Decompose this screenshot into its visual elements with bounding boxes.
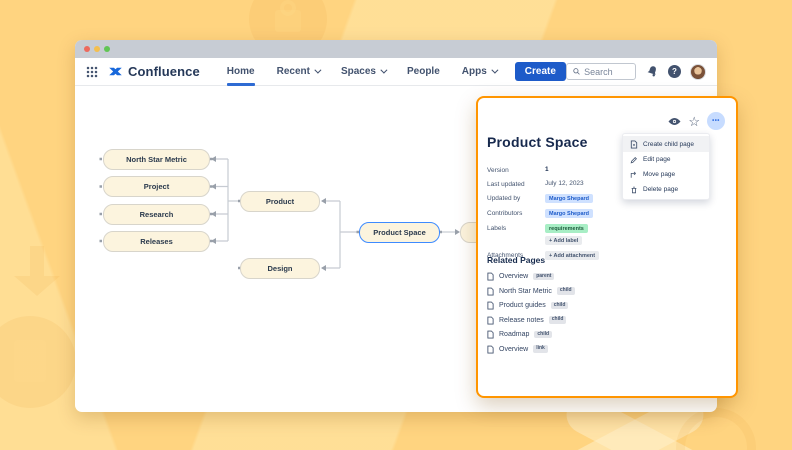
pencil-icon bbox=[630, 156, 637, 163]
meta-label: Updated by bbox=[487, 195, 521, 202]
relation-badge: parent bbox=[533, 272, 555, 281]
meta-row-labels: Labels requirements + Add label bbox=[487, 224, 647, 246]
related-page-item[interactable]: Overview link bbox=[487, 345, 687, 354]
related-page-item[interactable]: Roadmap child bbox=[487, 330, 687, 339]
page-icon bbox=[487, 345, 494, 353]
nav-item-label: People bbox=[406, 66, 440, 77]
meta-row-contributors: Contributors Margo Shepard bbox=[487, 209, 647, 219]
related-page-item[interactable]: Product guides child bbox=[487, 301, 687, 310]
app-switcher-icon[interactable] bbox=[86, 66, 98, 78]
nav-item-spaces[interactable]: Spaces bbox=[340, 58, 388, 86]
star-icon: ☆ bbox=[688, 113, 700, 129]
menu-item-move-page[interactable]: Move page bbox=[623, 167, 709, 182]
related-page-title: Overview bbox=[499, 345, 529, 353]
help-icon[interactable]: ? bbox=[668, 65, 681, 78]
menu-item-delete-page[interactable]: Delete page bbox=[623, 182, 709, 197]
nav-item-people[interactable]: People bbox=[407, 58, 440, 86]
meta-label: Labels bbox=[487, 225, 507, 233]
notifications-bell-icon[interactable] bbox=[646, 65, 659, 78]
app-navbar: Confluence Home Recent Spaces People App… bbox=[75, 58, 717, 86]
chevron-down-icon bbox=[380, 66, 388, 74]
panel-actions: ☆ ••• bbox=[668, 112, 725, 130]
watch-eye-button[interactable] bbox=[668, 117, 681, 126]
label-pill[interactable]: requirements bbox=[545, 224, 588, 234]
related-page-title: Overview bbox=[499, 273, 529, 280]
arrow-down-watermark-icon bbox=[14, 246, 60, 296]
nav-item-label: Spaces bbox=[340, 66, 376, 77]
close-window-button[interactable] bbox=[84, 46, 90, 52]
diagram-node-selected[interactable]: Product Space bbox=[359, 221, 440, 243]
page-icon bbox=[487, 316, 494, 324]
chevron-down-icon bbox=[491, 66, 499, 74]
page-actions-menu: Create child page Edit page Move page De… bbox=[622, 133, 710, 200]
related-pages-heading: Related Pages bbox=[487, 255, 546, 265]
move-arrow-icon bbox=[630, 171, 636, 178]
relation-badge: child bbox=[548, 316, 567, 324]
document-watermark-icon bbox=[0, 316, 76, 408]
meta-label: Version bbox=[487, 167, 509, 174]
related-page-item[interactable]: North Star Metric child bbox=[487, 287, 687, 296]
search-icon bbox=[573, 68, 580, 75]
more-actions-button[interactable]: ••• bbox=[707, 112, 725, 130]
relation-badge: child bbox=[556, 287, 575, 295]
nav-item-label: Home bbox=[226, 66, 255, 77]
menu-item-label: Create child page bbox=[643, 140, 694, 148]
confluence-logo-icon bbox=[109, 67, 122, 76]
eye-icon bbox=[668, 117, 681, 125]
maximize-window-button[interactable] bbox=[104, 46, 110, 52]
search-box[interactable] bbox=[565, 63, 636, 80]
page-icon bbox=[487, 272, 494, 281]
user-pill[interactable]: Margo Shepard bbox=[545, 194, 594, 204]
related-page-title: Roadmap bbox=[499, 331, 530, 338]
page-add-icon bbox=[630, 139, 638, 149]
diagram-node[interactable]: Releases bbox=[103, 230, 210, 252]
confluence-logo[interactable]: Confluence bbox=[108, 64, 200, 79]
page-title: Product Space bbox=[487, 134, 588, 150]
nav-item-home[interactable]: Home bbox=[226, 58, 255, 86]
diagram-node[interactable]: Design bbox=[240, 257, 320, 279]
minimize-window-button[interactable] bbox=[94, 46, 100, 52]
nav-item-label: Recent bbox=[276, 66, 310, 77]
user-pill[interactable]: Margo Shepard bbox=[545, 209, 594, 219]
meta-label: Contributors bbox=[487, 210, 523, 218]
meta-label: Last updated bbox=[487, 181, 525, 188]
brand-name: Confluence bbox=[128, 64, 200, 79]
related-pages-section: Related Pages Overview parent North Star… bbox=[487, 255, 687, 359]
relation-badge: child bbox=[550, 301, 569, 310]
menu-item-create-child-page[interactable]: Create child page bbox=[623, 136, 709, 152]
relation-badge: link bbox=[533, 345, 548, 353]
favorite-star-button[interactable]: ☆ bbox=[688, 115, 700, 128]
nav-item-recent[interactable]: Recent bbox=[276, 58, 322, 86]
diagram-node[interactable]: Product bbox=[240, 190, 320, 212]
window-titlebar bbox=[75, 40, 717, 58]
relation-badge: child bbox=[534, 330, 553, 339]
menu-item-label: Move page bbox=[643, 171, 676, 178]
search-input[interactable] bbox=[584, 66, 629, 77]
related-page-item[interactable]: Overview parent bbox=[487, 272, 687, 281]
menu-item-edit-page[interactable]: Edit page bbox=[623, 152, 709, 167]
diagram-node[interactable]: North Star Metric bbox=[103, 148, 210, 170]
ring-watermark bbox=[676, 408, 756, 450]
diagram-node[interactable]: Project bbox=[103, 176, 210, 197]
chevron-down-icon bbox=[314, 66, 322, 74]
related-page-title: North Star Metric bbox=[499, 287, 552, 295]
trash-icon bbox=[631, 186, 637, 193]
meta-value: July 12, 2023 bbox=[545, 180, 584, 187]
menu-item-label: Edit page bbox=[643, 156, 671, 163]
page-icon bbox=[487, 301, 494, 310]
related-page-title: Release notes bbox=[499, 316, 544, 324]
user-avatar[interactable] bbox=[690, 63, 706, 80]
page-details-panel: ☆ ••• Product Space Version 1 Last updat… bbox=[476, 96, 738, 398]
meta-value: 1 bbox=[545, 166, 549, 173]
related-page-item[interactable]: Release notes child bbox=[487, 316, 687, 325]
add-label-button[interactable]: + Add label bbox=[545, 236, 583, 246]
create-button[interactable]: Create bbox=[514, 62, 566, 81]
diagram-node[interactable]: Research bbox=[103, 203, 210, 225]
page-icon bbox=[487, 330, 494, 339]
nav-item-label: Apps bbox=[461, 66, 487, 77]
page-icon bbox=[487, 287, 494, 295]
nav-item-apps[interactable]: Apps bbox=[461, 58, 499, 86]
menu-item-label: Delete page bbox=[643, 186, 679, 193]
related-page-title: Product guides bbox=[499, 302, 546, 309]
